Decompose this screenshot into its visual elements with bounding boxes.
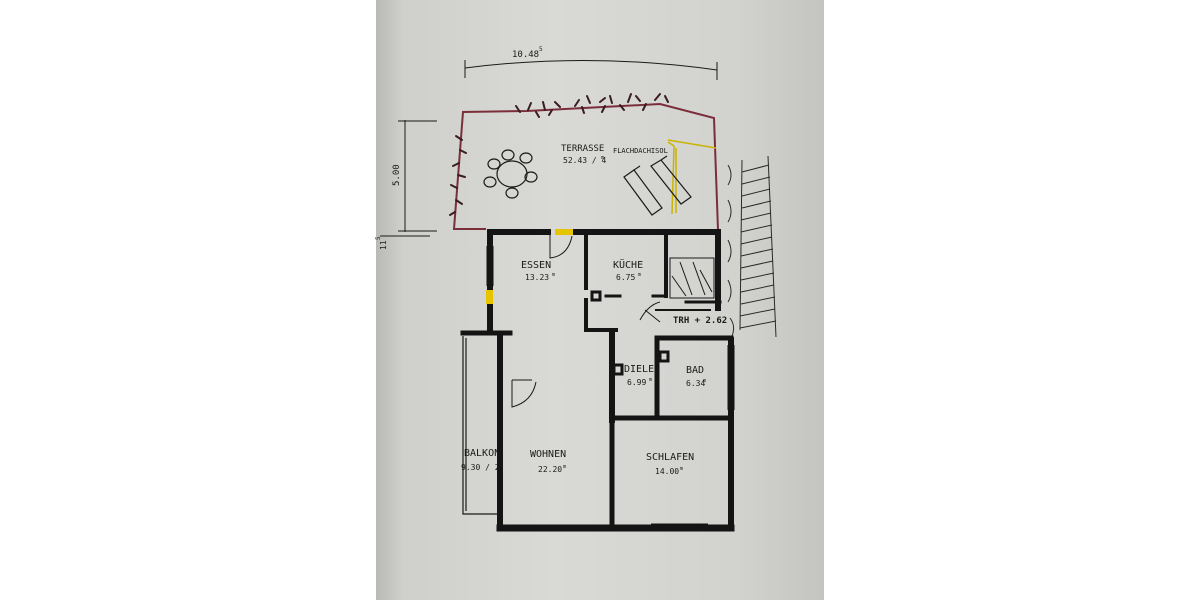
dimension-lines [380,60,718,237]
door-swings [511,234,661,408]
essen-area-unit: m [552,272,555,278]
terrace-area-unit: m [601,155,604,161]
wall-highlights [486,229,573,304]
vine-plants [449,93,669,216]
width-top-dimension-sup: 5 [539,46,543,53]
diele-label: DIELE [624,364,654,375]
trh-label: TRH + 2.62 [673,316,727,326]
width-top-dimension: 10.48 [512,50,539,60]
schlafen-label: SCHLAFEN [646,452,694,463]
wohnen-area: 22.20 [538,465,562,474]
essen-label: ESSEN [521,260,551,271]
sun-loungers [623,155,692,216]
kueche-area-unit: m [638,272,641,278]
kueche-area: 6.75 [616,273,635,282]
windows [486,246,735,532]
small-left-dimension-sup: 5 [375,236,382,240]
bad-area-unit: m [703,378,706,384]
stair-trh [669,257,715,299]
balkon-label: BALKON [464,448,500,459]
stairs [727,155,777,338]
bad-label: BAD [686,365,704,376]
balkon-area-unit: m [498,461,501,467]
balkon-area: 9.30 / 2 [461,463,500,472]
balcony-outline [462,336,500,515]
flat-roof-annotation [667,139,717,215]
walls [460,229,735,532]
kueche-label: KÜCHE [613,258,643,271]
terrace-outline [452,102,719,231]
terrace-table-with-chairs [483,149,538,199]
essen-area: 13.23 [525,273,549,282]
wohnen-area-unit: m [563,464,566,470]
terrace-area: 52.43 / 4 [563,156,607,165]
terrace-label: TERRASSE [561,144,604,154]
small-left-dimension: 11 [379,240,388,250]
wohnen-label: WOHNEN [530,449,566,460]
terrace-note: FLACHDACHISOL [613,147,668,155]
diele-area: 6.99 [627,378,646,387]
schlafen-area: 14.00 [655,467,679,476]
schlafen-area-unit: m [680,466,683,472]
columns [590,290,670,376]
bad-area: 6.34 [686,379,705,388]
diele-area-unit: m [649,377,652,383]
height-left-dimension: 5.00 [392,164,402,186]
